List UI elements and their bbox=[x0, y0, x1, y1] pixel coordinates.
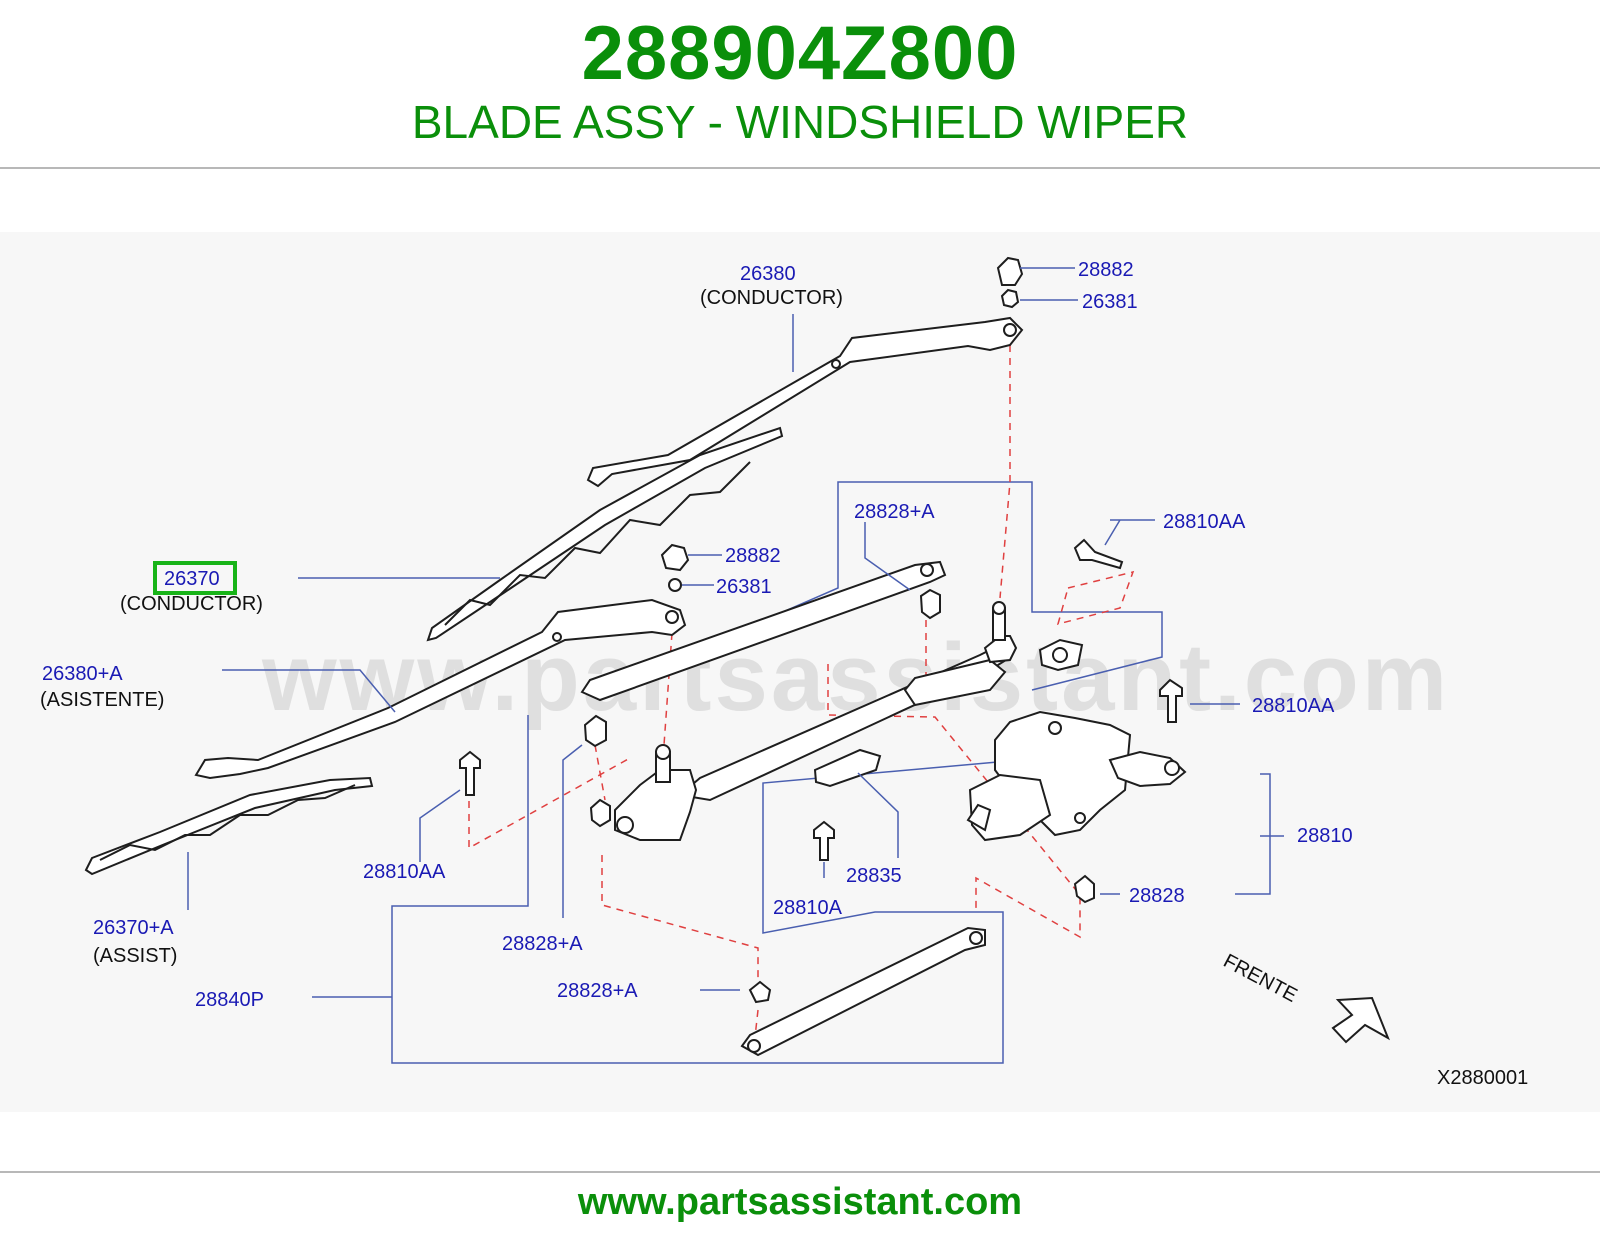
callout-28882-mid: 28882 bbox=[725, 545, 781, 567]
footer-divider bbox=[0, 1171, 1600, 1173]
part-number-title: 288904Z800 bbox=[581, 11, 1019, 96]
linkage-rods bbox=[580, 560, 1008, 1057]
wiper-motor bbox=[966, 710, 1187, 842]
callout-28810AA-left: 28810AA bbox=[363, 861, 446, 883]
callout-26370A: 26370+A bbox=[93, 917, 174, 939]
callout-26380A: 26380+A bbox=[42, 663, 123, 685]
callout-28828A-mid: 28828+A bbox=[502, 933, 583, 955]
footer-url-link[interactable]: www.partsassistant.com bbox=[577, 1181, 1023, 1223]
wiper-arm-driver bbox=[586, 316, 1024, 488]
callout-28810AA-top: 28810AA bbox=[1163, 511, 1246, 533]
wiper-blade-driver bbox=[426, 426, 784, 642]
direction-label: FRENTE bbox=[1220, 950, 1301, 1007]
callout-28810AA-right: 28810AA bbox=[1252, 695, 1335, 717]
callout-28840P: 28840P bbox=[195, 989, 264, 1011]
callout-26380-note: (CONDUCTOR) bbox=[700, 287, 843, 309]
callout-26370-note: (CONDUCTOR) bbox=[120, 593, 263, 615]
callout-28828A-top: 28828+A bbox=[854, 501, 935, 523]
callout-26381-top: 26381 bbox=[1082, 291, 1138, 313]
wiper-arm-assist bbox=[194, 598, 687, 780]
callout-28828A-low: 28828+A bbox=[557, 980, 638, 1002]
callout-28810A: 28810A bbox=[773, 897, 843, 919]
callout-26380: 26380 bbox=[740, 263, 796, 285]
callout-28882-top: 28882 bbox=[1078, 259, 1134, 281]
callout-26380A-note: (ASISTENTE) bbox=[40, 689, 164, 711]
callout-28828: 28828 bbox=[1129, 885, 1185, 907]
diagram-code: X2880001 bbox=[1437, 1067, 1528, 1089]
callout-26370[interactable]: 26370 bbox=[164, 568, 220, 590]
callout-26370A-note: (ASSIST) bbox=[93, 945, 177, 967]
wiper-blade-assist bbox=[84, 776, 374, 876]
highlight-box bbox=[153, 561, 237, 595]
callout-labels: 26380 (CONDUCTOR) 28882 26381 28828+A 28… bbox=[40, 259, 1353, 1011]
linkage-boundary-lines bbox=[391, 481, 1271, 1064]
hardware-fasteners bbox=[459, 256, 1183, 1004]
callout-leaders bbox=[187, 267, 1284, 998]
direction-indicator: FRENTE bbox=[1220, 950, 1390, 1044]
header-divider bbox=[0, 167, 1600, 169]
pivot-assemblies bbox=[614, 601, 1084, 841]
callout-26381-mid: 26381 bbox=[716, 576, 772, 598]
part-description: BLADE ASSY - WINDSHIELD WIPER bbox=[411, 96, 1189, 148]
direction-arrow-icon bbox=[1331, 996, 1390, 1044]
callout-28810: 28810 bbox=[1297, 825, 1353, 847]
callout-28835: 28835 bbox=[846, 865, 902, 887]
